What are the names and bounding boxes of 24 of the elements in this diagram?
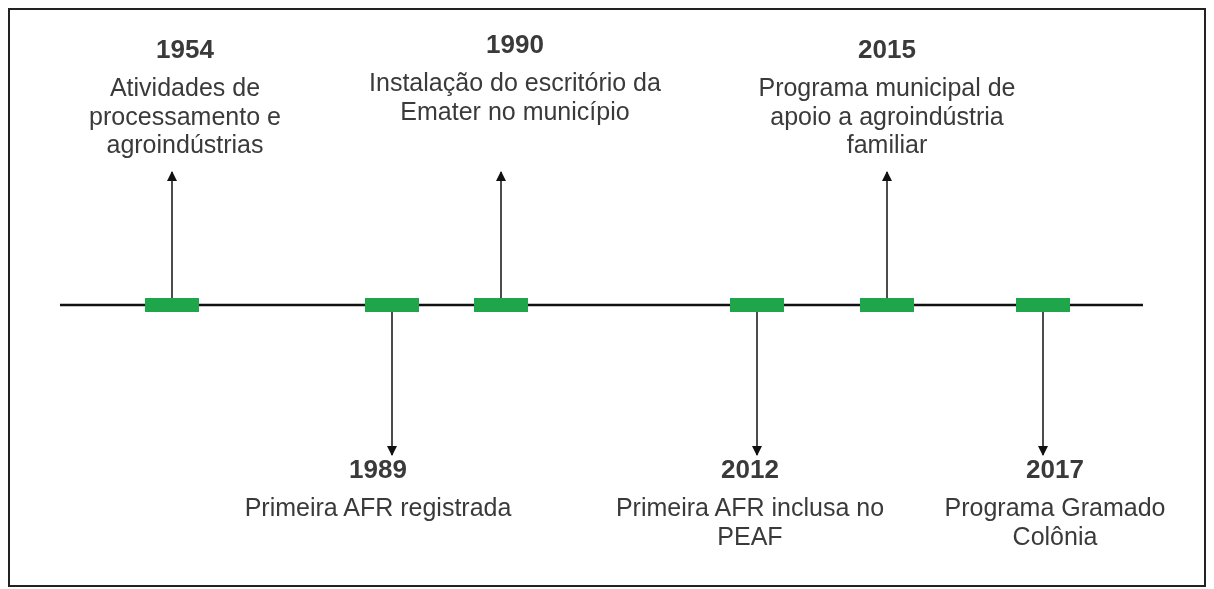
event-description: Primeira AFR registrada xyxy=(243,492,513,522)
event-description: Programa municipal de apoio a agroindústria familiar xyxy=(757,72,1017,160)
year-label: 1954 xyxy=(155,35,215,65)
year-label: 2017 xyxy=(1025,455,1085,485)
timeline-marker xyxy=(860,298,914,312)
timeline-marker xyxy=(474,298,528,312)
arrow xyxy=(496,171,506,299)
arrow xyxy=(387,311,397,456)
event-description: Programa Gramado Colônia xyxy=(943,492,1167,551)
year-label: 2015 xyxy=(857,35,917,65)
event-description: Primeira AFR inclusa no PEAF xyxy=(614,492,886,551)
arrow xyxy=(167,171,177,299)
timeline-marker xyxy=(1016,298,1070,312)
timeline-marker xyxy=(145,298,199,312)
arrow xyxy=(882,171,892,299)
arrow xyxy=(1038,311,1048,456)
year-label: 2012 xyxy=(720,455,780,485)
timeline-marker xyxy=(365,298,419,312)
event-description: Atividades de processamento e agroindústrias xyxy=(88,72,282,160)
arrow xyxy=(752,311,762,456)
year-label: 1989 xyxy=(348,455,408,485)
year-label: 1990 xyxy=(485,30,545,60)
event-description: Instalação do escritório da Emater no município xyxy=(368,67,662,126)
timeline-marker xyxy=(730,298,784,312)
